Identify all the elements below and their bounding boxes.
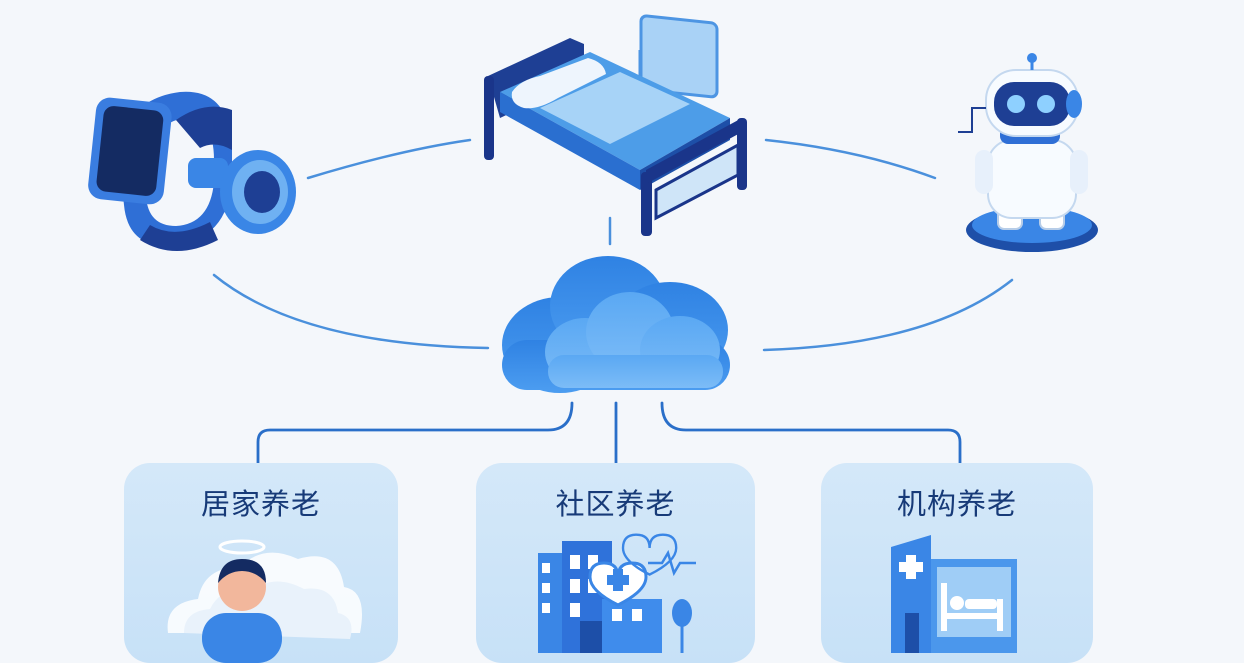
smart-bed-icon [484,14,747,236]
connector-watch-cloud [212,273,490,350]
category-label-home-care: 居家养老 [200,487,321,521]
category-card-home-care: 居家养老 [124,463,398,663]
connector-robot-cloud [762,278,1014,352]
community-building-icon [538,533,696,653]
hospital-bed-icon [891,535,1017,653]
category-label-community-care: 社区养老 [555,487,676,521]
cloud-icon [502,256,730,393]
category-connectors [256,401,962,465]
category-card-community-care: 社区养老 [476,463,755,663]
smartwatch-icon [88,91,296,251]
connector-cloud-home [256,401,574,465]
category-label-institutional-care: 机构养老 [896,487,1017,521]
connector-bed-robot [764,138,937,180]
connector-watch-bed [306,138,472,180]
network-connectors [212,138,1014,352]
connector-cloud-institution [660,401,962,465]
category-card-institutional-care: 机构养老 [821,463,1093,663]
robot-icon [958,53,1098,252]
ecosystem-diagram [88,14,1098,465]
